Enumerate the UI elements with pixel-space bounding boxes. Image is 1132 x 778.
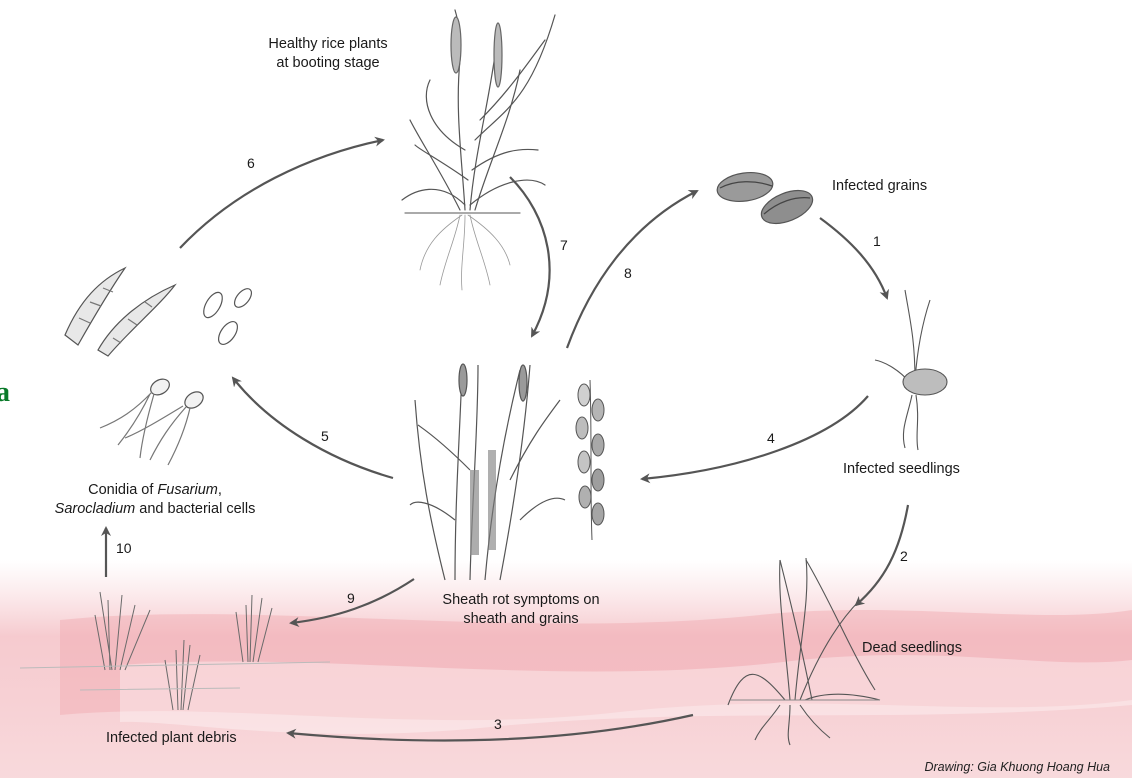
label-conidia-fusarium: Fusarium (157, 482, 217, 498)
conidia-drawing (65, 268, 255, 465)
label-plant-debris: Infected plant debris (106, 729, 237, 748)
arrow-7 (510, 177, 550, 336)
arrow-5 (233, 378, 393, 478)
label-healthy-line1: Healthy rice plants (248, 35, 408, 54)
label-conidia-line1: Conidia of Fusarium, (20, 481, 290, 500)
infected-panicle-drawing (576, 380, 604, 540)
step-number-3: 3 (494, 716, 502, 732)
infected-grains-drawing (715, 169, 817, 230)
arrow-4 (642, 396, 868, 479)
arrow-8 (567, 191, 697, 348)
step-number-4: 4 (767, 430, 775, 446)
step-number-6: 6 (247, 155, 255, 171)
infected-seedling-drawing (875, 290, 947, 450)
label-sheath-rot: Sheath rot symptoms on sheath and grains (425, 591, 617, 629)
label-infected-seedlings: Infected seedlings (843, 460, 960, 479)
label-conidia-sarocladium: Sarocladium (55, 501, 136, 517)
label-conidia-post: and bacterial cells (135, 501, 255, 517)
label-infected-grains: Infected grains (832, 177, 927, 196)
label-conidia: Conidia of Fusarium, Sarocladium and bac… (20, 481, 290, 519)
label-conidia-pre: Conidia of (88, 482, 157, 498)
label-sheath-line1: Sheath rot symptoms on (425, 591, 617, 610)
label-conidia-line2: Sarocladium and bacterial cells (20, 500, 290, 519)
step-number-7: 7 (560, 237, 568, 253)
edge-letter: a (0, 377, 10, 409)
step-number-2: 2 (900, 548, 908, 564)
step-number-5: 5 (321, 428, 329, 444)
step-number-8: 8 (624, 265, 632, 281)
step-number-1: 1 (873, 233, 881, 249)
sheath-rot-plant-drawing (410, 364, 565, 580)
arrow-6 (180, 140, 383, 248)
step-number-10: 10 (116, 540, 132, 556)
arrow-1 (820, 218, 887, 298)
label-dead-seedlings: Dead seedlings (862, 639, 962, 658)
healthy-rice-plant-drawing (402, 10, 555, 290)
label-sheath-line2: sheath and grains (425, 610, 617, 629)
label-healthy-line2: at booting stage (248, 54, 408, 73)
label-conidia-comma: , (218, 482, 222, 498)
step-number-9: 9 (347, 590, 355, 606)
drawing-credit: Drawing: Gia Khuong Hoang Hua (924, 760, 1110, 774)
label-healthy-plants: Healthy rice plants at booting stage (248, 35, 408, 73)
